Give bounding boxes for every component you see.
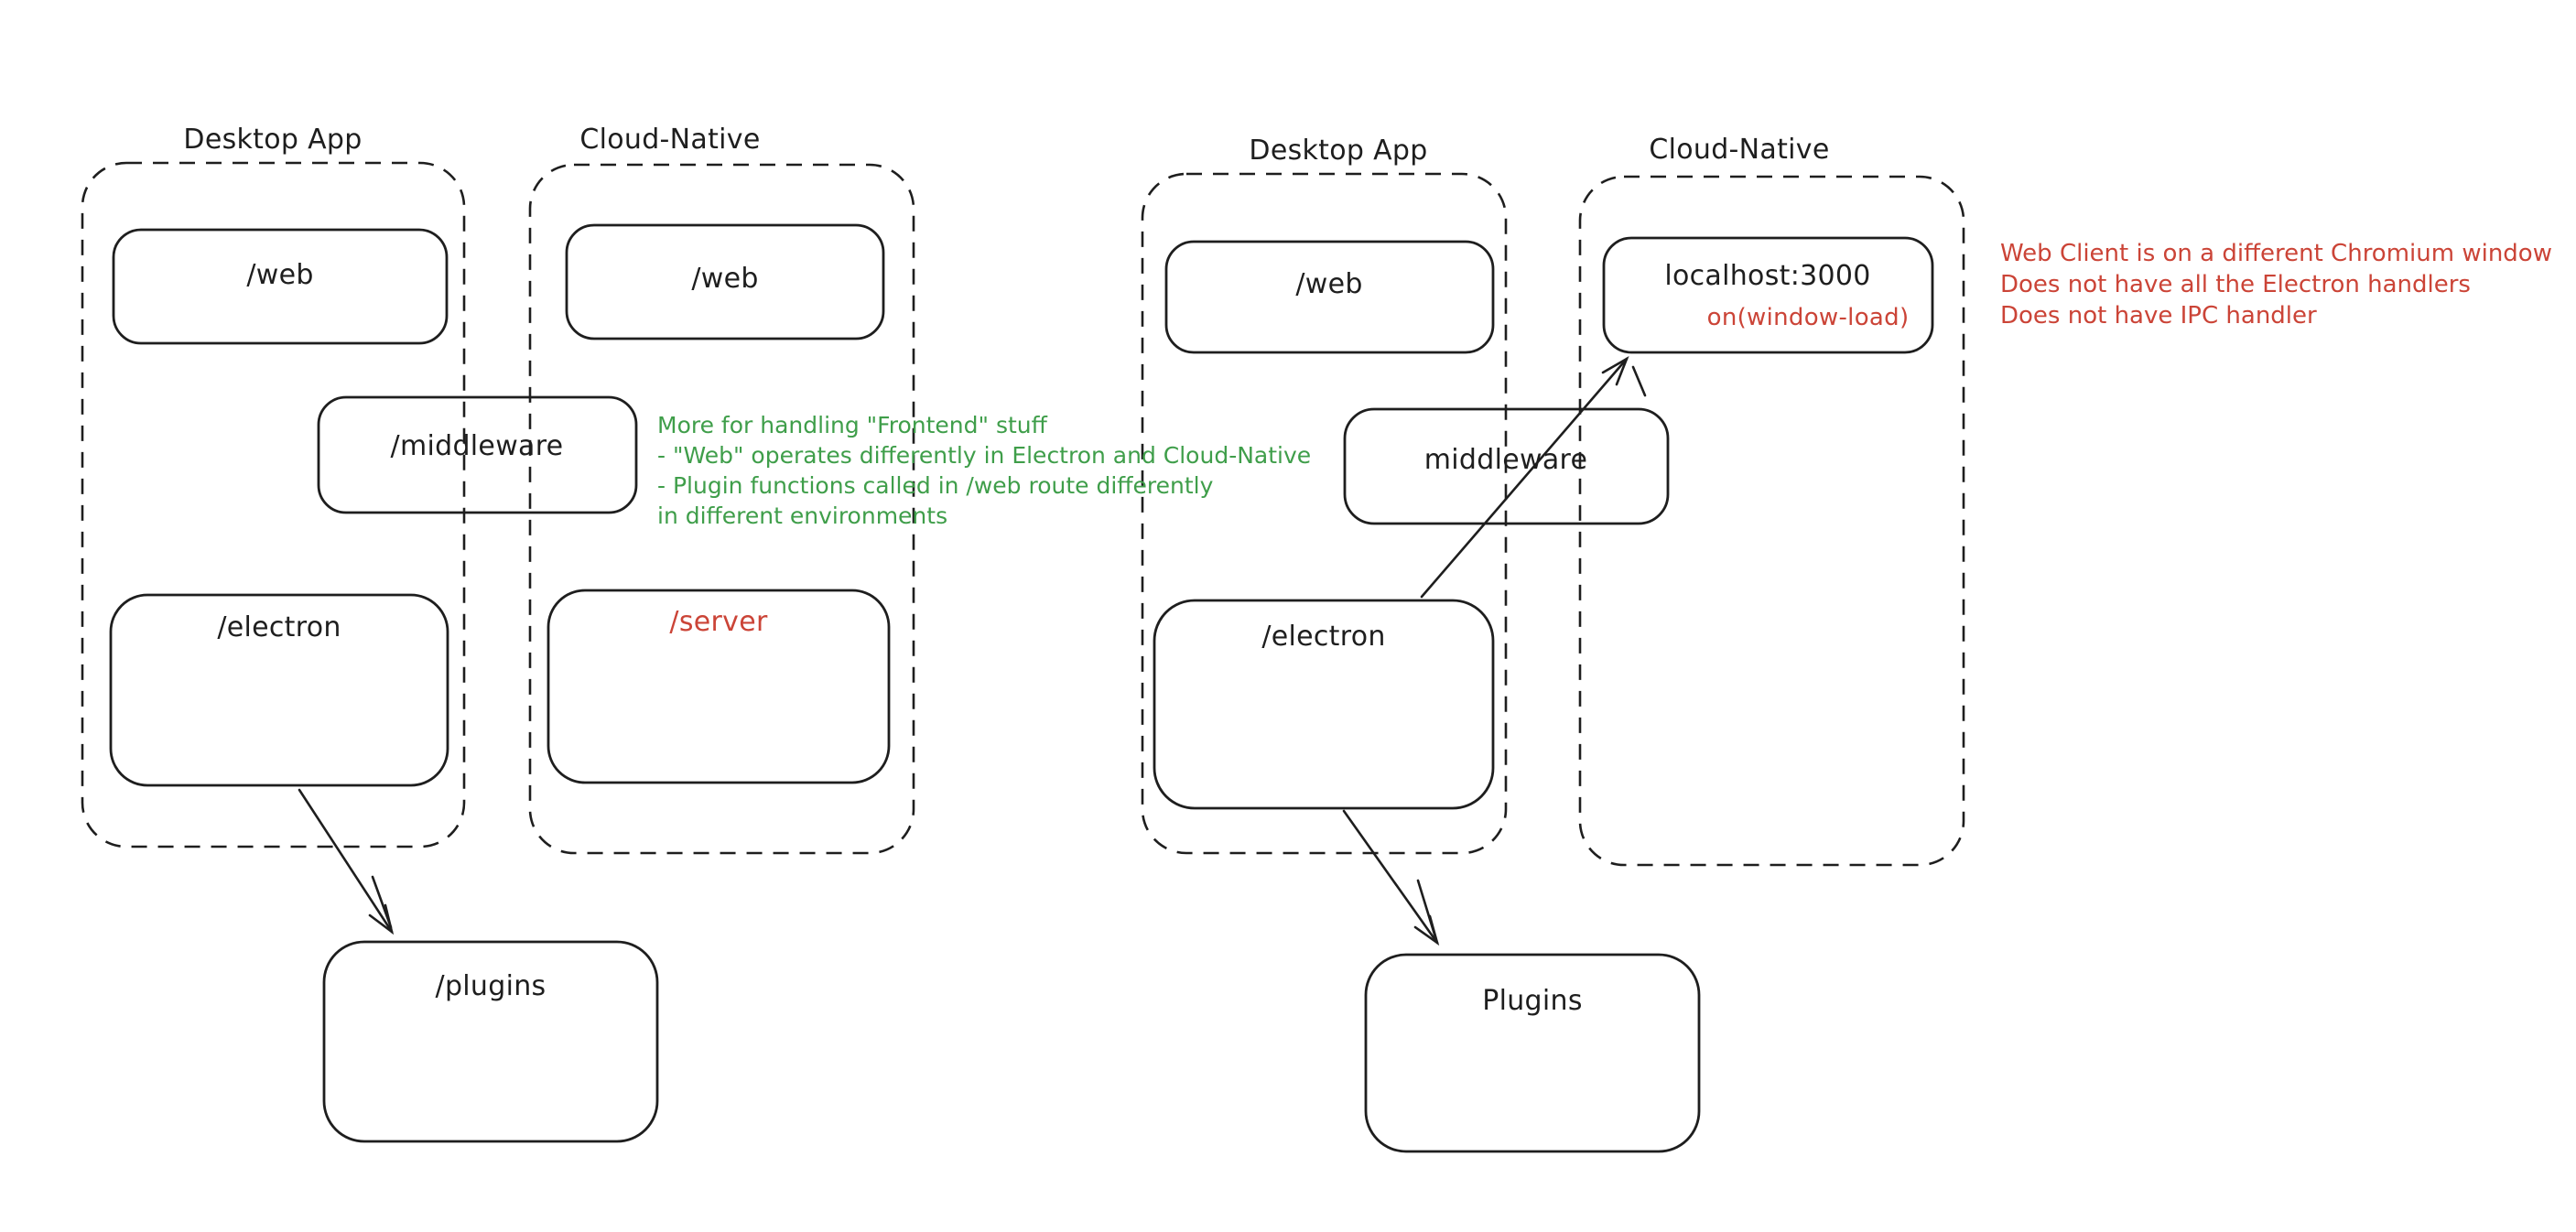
electron-label-left: /electron bbox=[217, 611, 341, 643]
electron-to-localhost-arrow bbox=[1420, 356, 1647, 599]
web-box-left-desktop bbox=[112, 228, 449, 345]
desktop-app-label-left: Desktop App bbox=[183, 124, 363, 156]
note-line: Does not have all the Electron handlers bbox=[2000, 271, 2471, 298]
server-label: /server bbox=[669, 606, 768, 638]
middleware-box-left bbox=[317, 395, 638, 514]
electron-box-left bbox=[109, 593, 449, 787]
desktop-app-label-right: Desktop App bbox=[1249, 135, 1428, 167]
localhost-label: localhost:3000 bbox=[1664, 260, 1871, 292]
note-line: More for handling "Frontend" stuff bbox=[657, 412, 1047, 438]
frontend-note-green: More for handling "Frontend" stuff - "We… bbox=[657, 410, 1311, 531]
electron-to-plugins-arrow-left bbox=[298, 788, 395, 935]
electron-label-right: /electron bbox=[1261, 621, 1386, 653]
server-box bbox=[547, 589, 891, 784]
note-line: in different environments bbox=[657, 503, 948, 529]
desktop-app-group-left bbox=[81, 161, 466, 848]
electron-box-right bbox=[1153, 599, 1495, 810]
web-box-left-cloud bbox=[565, 223, 885, 340]
web-client-note-red: Web Client is on a different Chromium wi… bbox=[2000, 238, 2552, 331]
middleware-label-left: /middleware bbox=[390, 430, 564, 462]
note-line: Web Client is on a different Chromium wi… bbox=[2000, 240, 2552, 267]
localhost-box bbox=[1602, 236, 1934, 354]
cloud-native-group-left bbox=[528, 163, 915, 855]
middleware-box-right bbox=[1343, 407, 1670, 525]
on-window-load-label: on(window-load) bbox=[1706, 304, 1910, 331]
note-line: - "Web" operates differently in Electron… bbox=[657, 442, 1312, 469]
desktop-app-group-right bbox=[1141, 172, 1508, 855]
plugins-label-right: Plugins bbox=[1482, 985, 1583, 1017]
note-line: Does not have IPC handler bbox=[2000, 302, 2317, 330]
web-label-left-cloud: /web bbox=[691, 263, 759, 295]
plugins-box-right bbox=[1364, 953, 1701, 1153]
cloud-native-label-right: Cloud-Native bbox=[1649, 134, 1830, 166]
plugins-label-left: /plugins bbox=[435, 970, 547, 1002]
note-line: - Plugin functions called in /web route … bbox=[657, 472, 1214, 499]
web-label-left-desktop: /web bbox=[246, 259, 314, 291]
plugins-box-left bbox=[322, 940, 659, 1143]
web-box-right bbox=[1164, 240, 1495, 354]
electron-to-plugins-arrow-right bbox=[1342, 809, 1440, 946]
cloud-native-label-left: Cloud-Native bbox=[579, 124, 761, 156]
middleware-label-right: middleware bbox=[1423, 444, 1588, 476]
cloud-native-group-right bbox=[1578, 175, 1965, 867]
web-label-right: /web bbox=[1295, 268, 1363, 300]
